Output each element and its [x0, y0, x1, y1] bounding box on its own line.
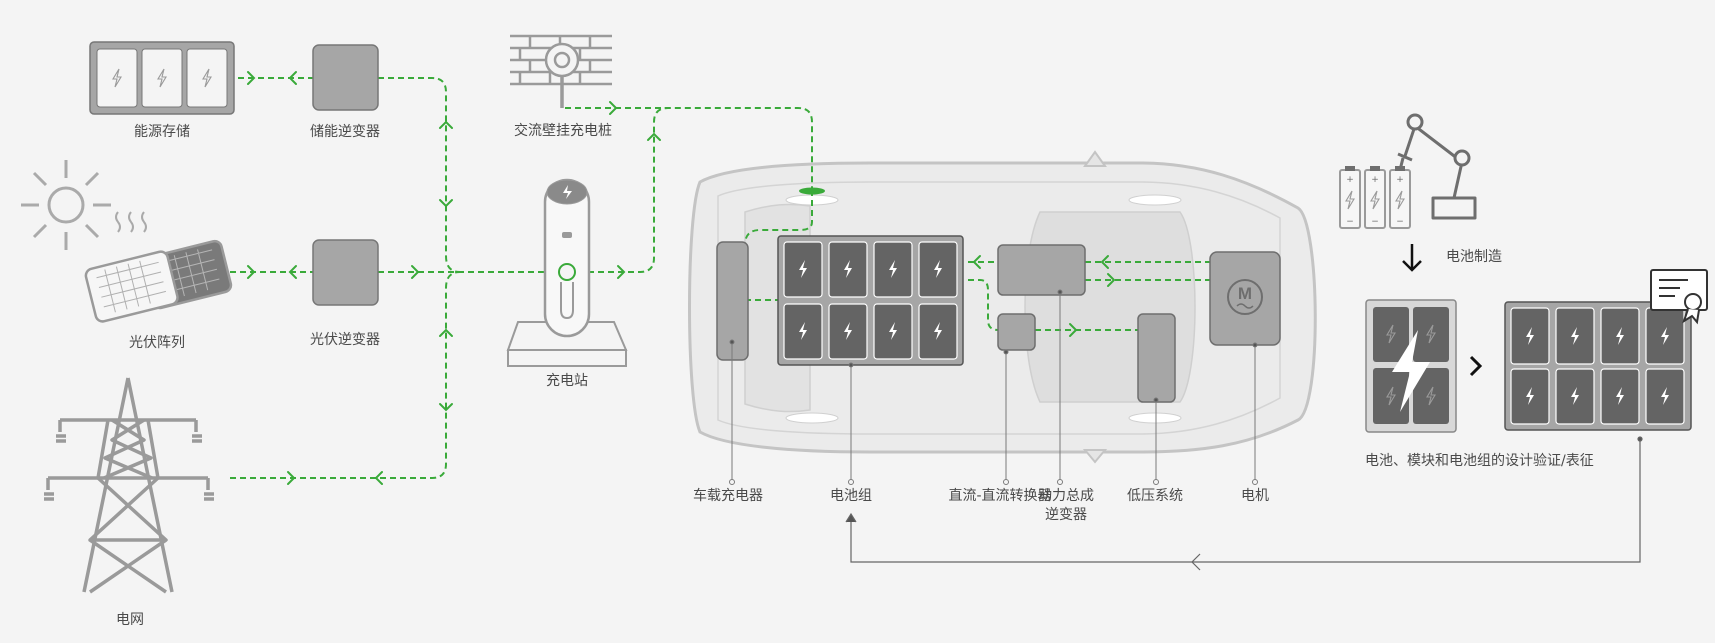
lv-system-box	[1137, 313, 1176, 403]
label-pv-inverter: 光伏逆变器	[310, 332, 380, 348]
motor-symbol: M	[1238, 284, 1252, 303]
battery-module-box	[1365, 299, 1457, 433]
certificate-icon	[1650, 269, 1708, 325]
cell-plus-3: +	[1396, 175, 1404, 185]
flow-arrowheads	[247, 71, 1116, 485]
cell-minus-3: −	[1396, 217, 1404, 227]
label-pv-array: 光伏阵列	[129, 335, 185, 351]
battery-pack-validated	[1504, 301, 1692, 431]
cell-minus-2: −	[1371, 217, 1379, 227]
label-lv-system: 低压系统	[1127, 488, 1183, 504]
chevron-right-icon	[1469, 355, 1483, 377]
flow-storage-bus	[378, 77, 461, 273]
energy-storage-unit	[89, 41, 235, 115]
label-battery-pack: 电池组	[830, 488, 872, 504]
leader-lines	[729, 289, 1258, 485]
flow-station-out	[578, 107, 813, 273]
cell-plus-2: +	[1371, 175, 1379, 185]
label-battery-manufacturing: 电池制造	[1446, 249, 1502, 265]
label-dcdc-converter: 直流-直流转换器	[948, 488, 1052, 504]
label-ac-wallbox: 交流壁挂充电桩	[514, 123, 612, 139]
flow-battery-dcdc	[968, 279, 999, 331]
power-flow-lines	[230, 77, 1210, 479]
pv-inverter-box	[312, 239, 379, 306]
label-traction-inverter-line1: 动力总成	[1038, 488, 1094, 504]
label-battery-validation: 电池、模块和电池组的设计验证/表征	[1365, 453, 1594, 469]
traction-inverter-box	[997, 244, 1086, 296]
robot-arm-icon	[1397, 113, 1477, 220]
motor-box	[1209, 251, 1281, 346]
sun-icon	[21, 160, 111, 250]
cell-minus-1: −	[1346, 217, 1354, 227]
charging-station-icon	[506, 178, 628, 367]
charge-port	[799, 187, 825, 195]
feedback-arrow	[845, 436, 1643, 571]
battery-pack	[777, 235, 964, 366]
dcdc-converter-box	[997, 313, 1036, 351]
label-onboard-charger: 车载充电器	[693, 488, 763, 504]
power-tower-icon	[44, 377, 214, 594]
flow-grid-bus	[230, 271, 461, 479]
cell-plus-1: +	[1346, 175, 1354, 185]
label-energy-storage: 能源存储	[134, 124, 190, 140]
battery-cells-icon	[1339, 166, 1411, 229]
label-charging-station: 充电站	[546, 373, 588, 389]
flow-charger-in	[744, 190, 813, 252]
heat-waves-icon	[115, 211, 147, 233]
wallbox-icon	[510, 34, 612, 108]
label-grid: 电网	[116, 612, 144, 628]
label-storage-inverter: 储能逆变器	[310, 124, 380, 140]
label-motor: 电机	[1241, 488, 1269, 504]
storage-inverter-box	[312, 44, 379, 111]
label-traction-inverter-line2: 逆变器	[1045, 507, 1087, 523]
down-arrow-icon	[1402, 244, 1422, 272]
pv-panels-icon	[84, 239, 233, 323]
